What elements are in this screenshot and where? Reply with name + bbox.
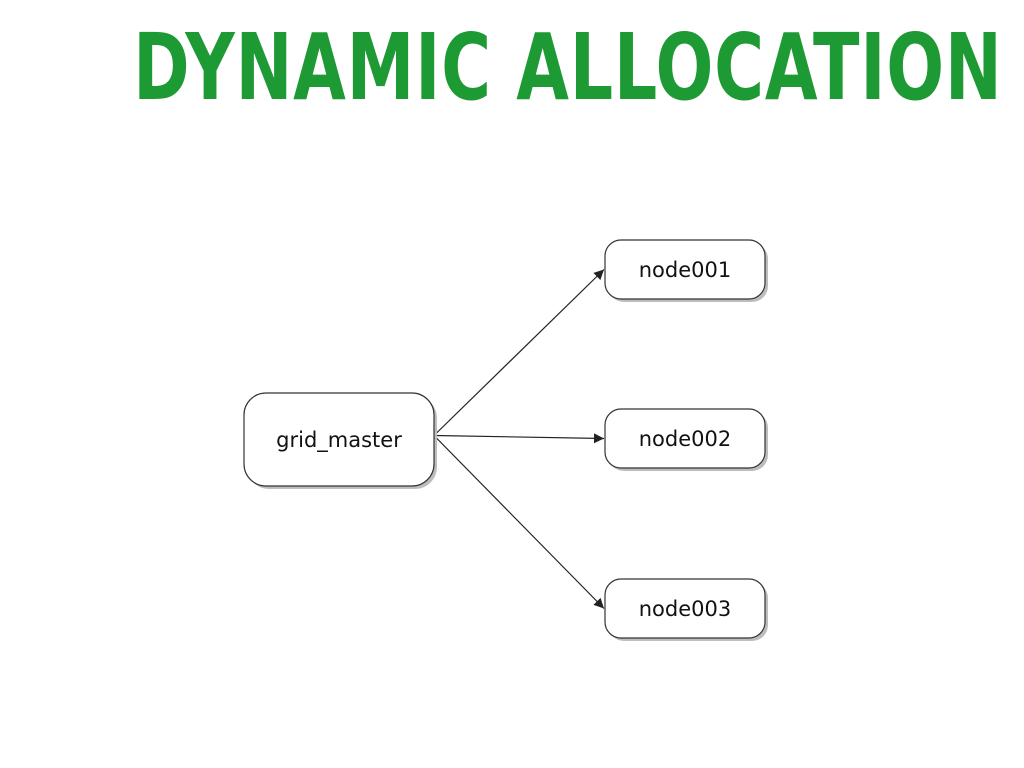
node-grid-master-label: grid_master — [276, 428, 402, 453]
node-node002: node002 — [604, 408, 768, 471]
node-node001: node001 — [604, 239, 768, 302]
edge-grid-master-to-node003 — [433, 435, 605, 609]
node-node003-box — [604, 578, 766, 639]
node-node003: node003 — [604, 578, 768, 641]
node-node002-box — [604, 408, 766, 469]
edges — [433, 269, 605, 609]
node-node001-box — [604, 239, 766, 300]
edge-grid-master-to-node002 — [433, 433, 605, 444]
node-grid-master: grid_master — [243, 392, 437, 489]
node-node003-label: node003 — [639, 597, 732, 621]
node-grid-master-box — [243, 392, 435, 487]
slide-title: Dynamic Allocation — [133, 14, 1003, 121]
node-node001-label: node001 — [639, 258, 732, 282]
node-node002-label: node002 — [639, 427, 732, 451]
edge-grid-master-to-node001 — [433, 269, 605, 436]
